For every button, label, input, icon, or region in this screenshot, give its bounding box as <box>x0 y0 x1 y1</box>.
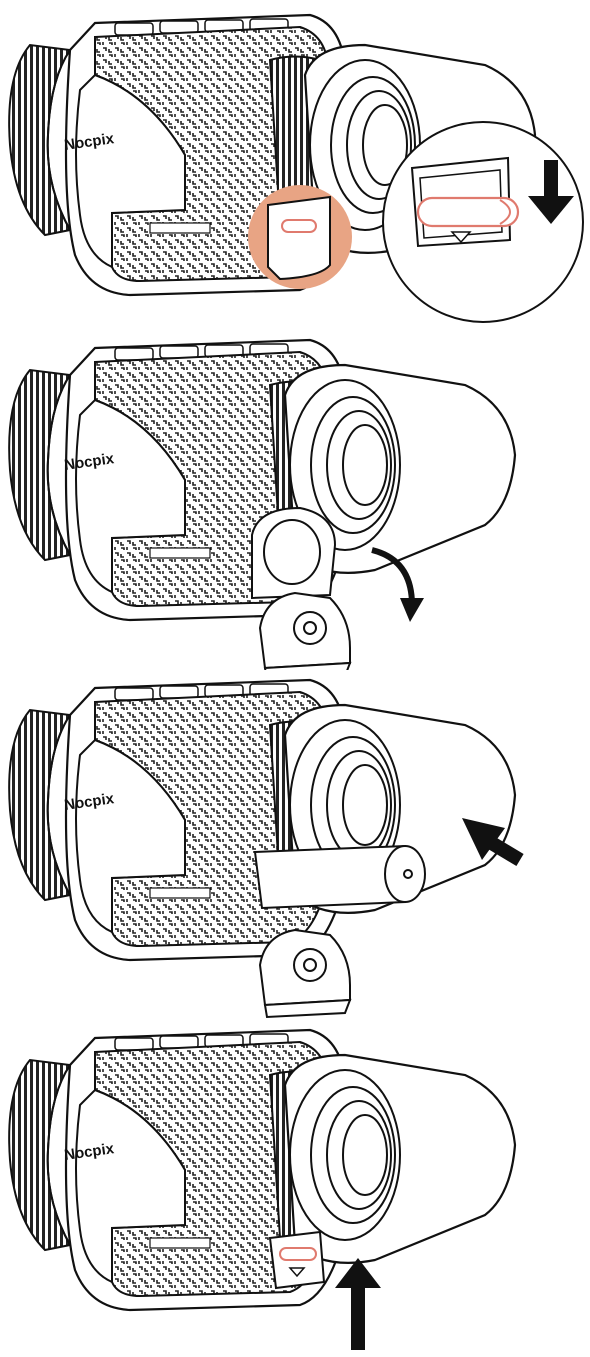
inset-zoom <box>382 121 584 323</box>
step-4-panel: Nocpix <box>0 1020 590 1357</box>
brand-logo: Nocpix <box>63 1140 116 1164</box>
step-1-illustration: Nocpix <box>8 13 584 323</box>
step-3-panel: Nocpix <box>0 670 590 1020</box>
latch-zoom <box>416 196 520 228</box>
latch <box>281 219 317 233</box>
open-battery-cover <box>259 929 351 1018</box>
arrow-diagonal-icon <box>462 818 524 867</box>
step-1-panel: Nocpix <box>0 0 590 330</box>
step-3-illustration: Nocpix <box>8 678 524 1018</box>
arrow-up-icon <box>335 1258 381 1350</box>
step-2-panel: Nocpix <box>0 330 590 670</box>
curved-arrow-icon <box>371 547 424 622</box>
brand-logo: Nocpix <box>63 790 116 814</box>
battery <box>253 844 426 910</box>
brand-logo: Nocpix <box>63 450 116 474</box>
latch <box>279 1247 317 1261</box>
brand-logo: Nocpix <box>63 130 116 154</box>
step-2-illustration: Nocpix <box>8 338 517 670</box>
arrow-down-icon <box>528 160 574 224</box>
open-battery-cover <box>259 592 351 670</box>
step-4-illustration: Nocpix <box>8 1028 517 1350</box>
battery-cover <box>267 195 331 281</box>
